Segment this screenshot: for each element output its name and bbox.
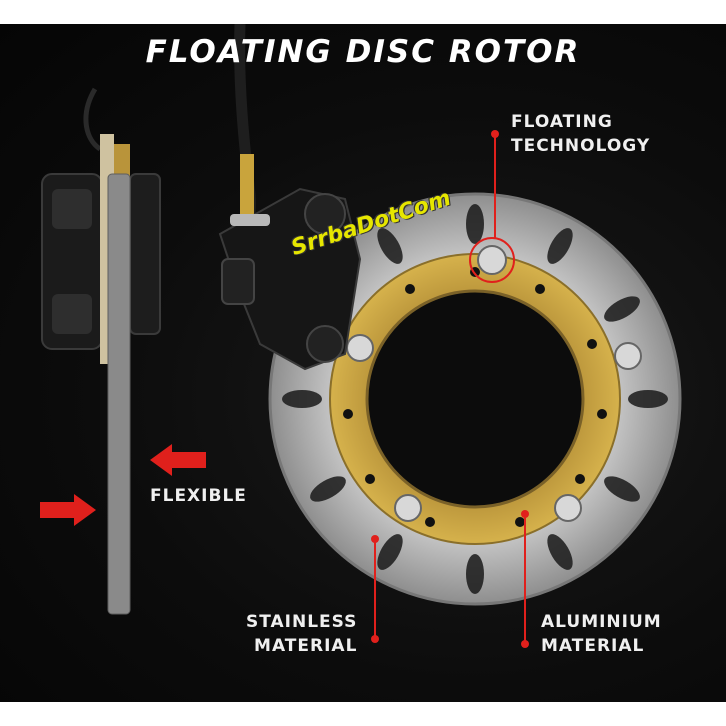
callout-dots	[371, 130, 529, 648]
aluminium-material-label: ALUMINIUM MATERIAL	[541, 612, 662, 656]
headline: FLOATING DISC ROTOR	[145, 34, 581, 70]
arrow-right-icon	[40, 494, 96, 526]
product-panel: FLOATING DISC ROTOR FLOATING TECHNOLOGY …	[0, 24, 726, 702]
disc-rotor	[268, 192, 682, 606]
front-caliper	[218, 187, 362, 371]
callout-lines	[374, 134, 526, 644]
stainless-material-label: STAINLESS MATERIAL	[246, 612, 358, 656]
side-view-disc	[107, 173, 131, 615]
flexible-label: FLEXIBLE	[150, 486, 247, 506]
floating-technology-label: FLOATING TECHNOLOGY	[511, 112, 651, 156]
arrow-left-icon	[150, 444, 206, 476]
side-view-caliper	[41, 87, 161, 364]
illustration	[40, 24, 682, 648]
